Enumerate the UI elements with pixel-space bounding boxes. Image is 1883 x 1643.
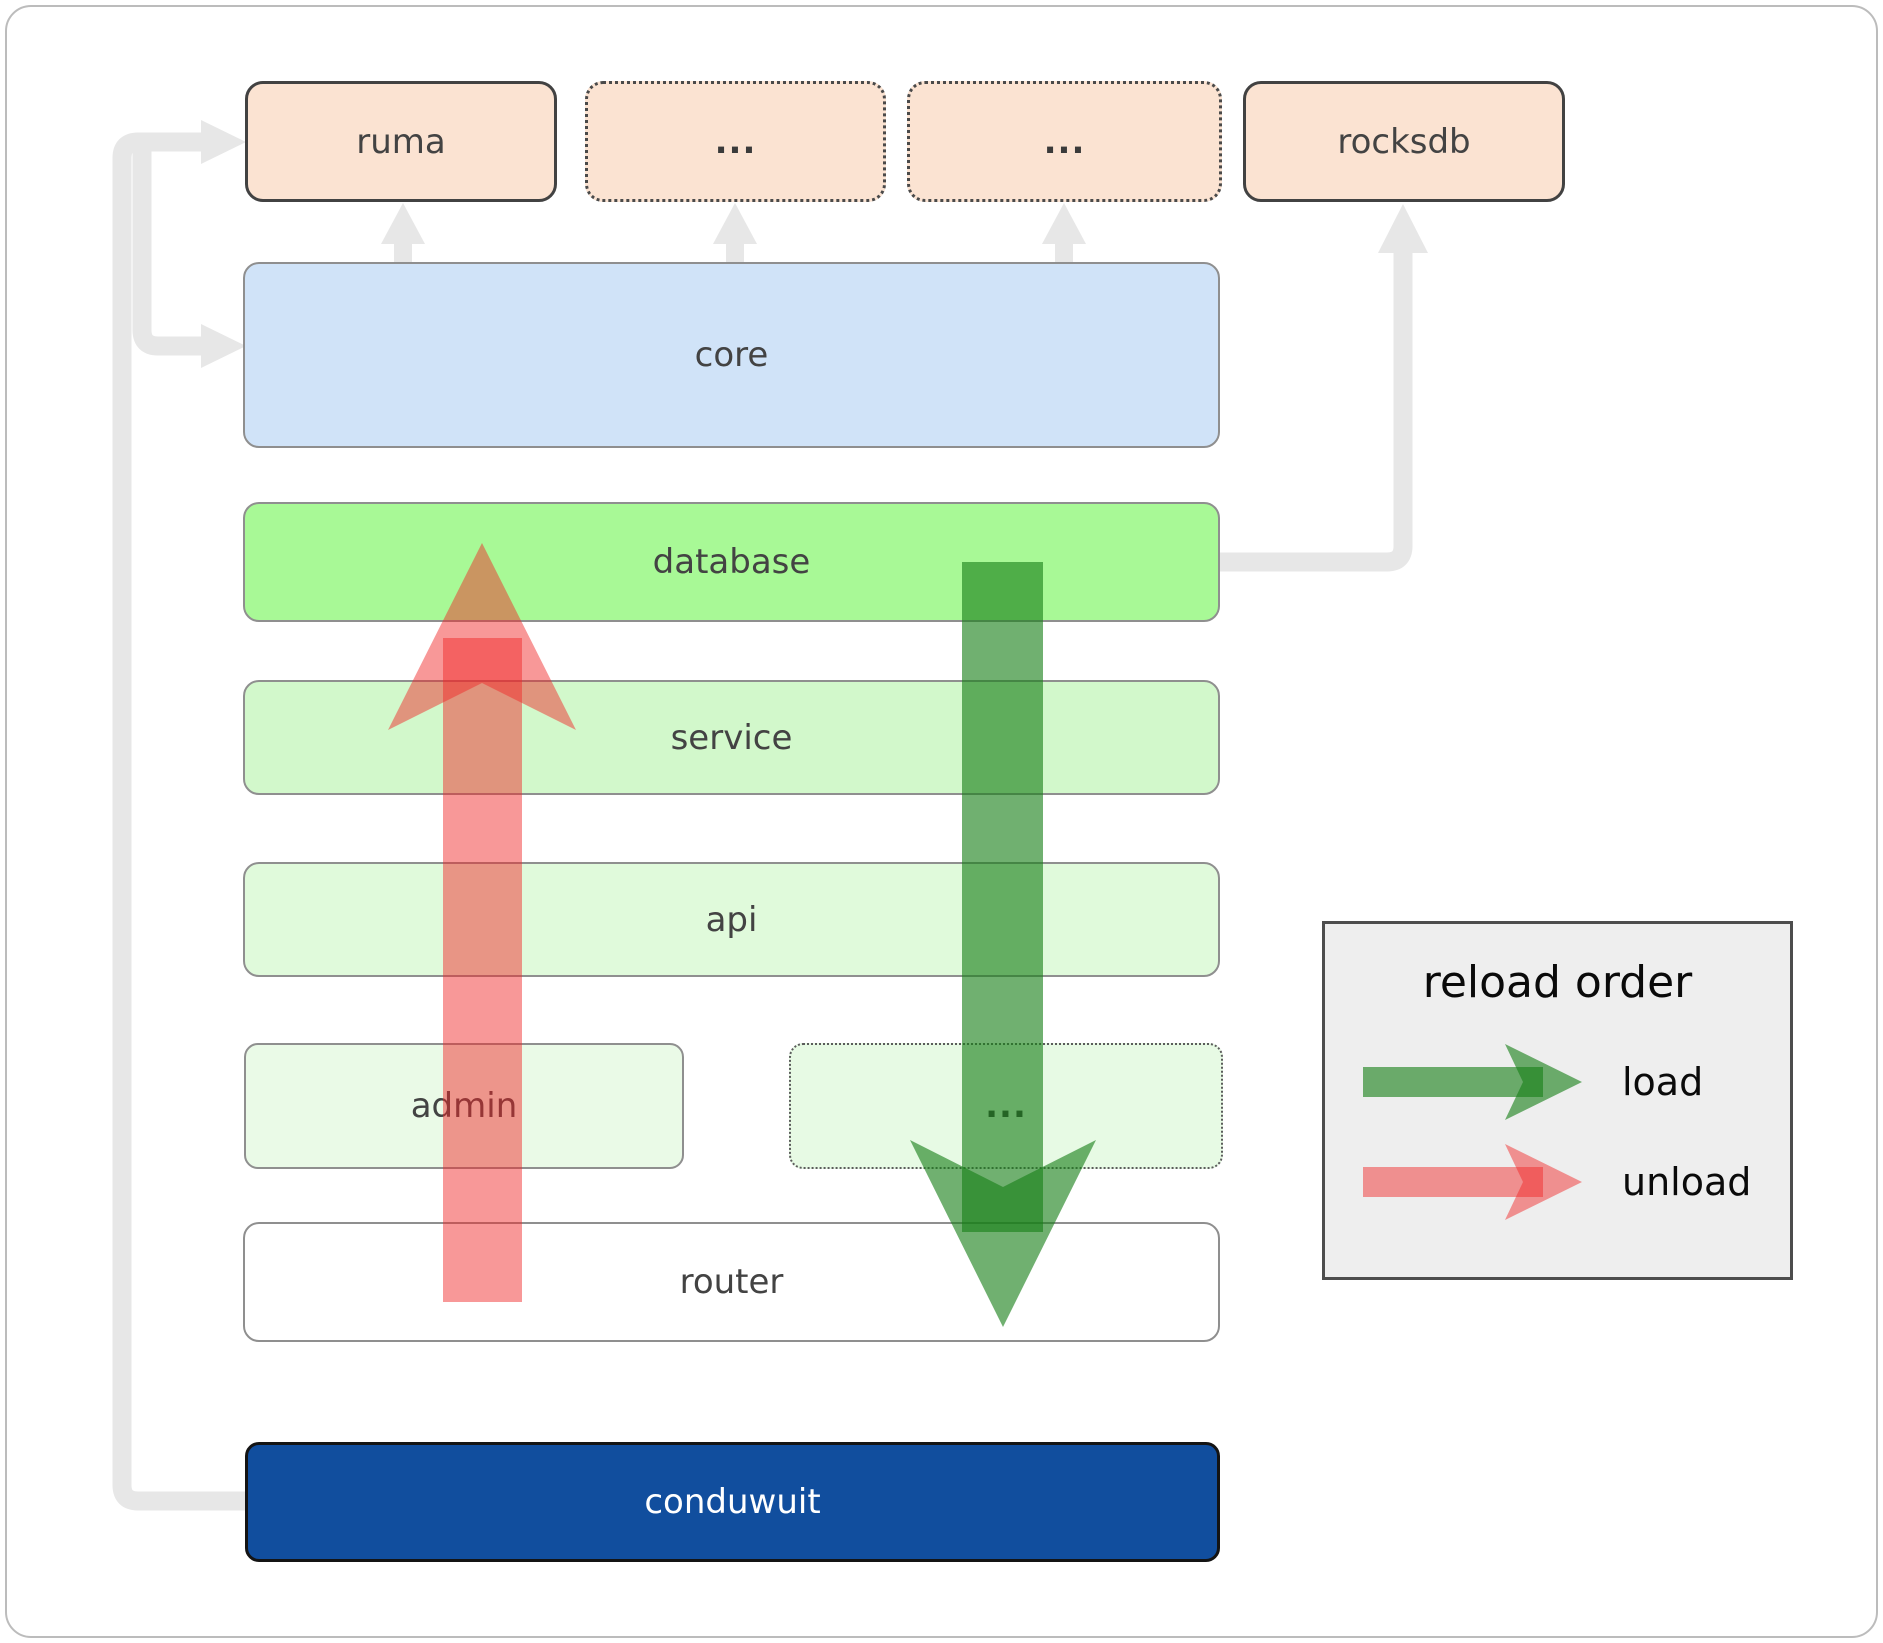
node-admin-label: admin [410,1086,518,1126]
node-rocksdb-label: rocksdb [1337,121,1471,162]
node-database-label: database [652,542,811,582]
legend-unload-label: unload [1622,1160,1752,1204]
node-conduwuit-label: conduwuit [644,1482,821,1522]
node-rocksdb: rocksdb [1243,81,1565,202]
node-conduwuit: conduwuit [245,1442,1220,1562]
node-service: service [243,680,1220,795]
node-ruma: ruma [245,81,557,202]
node-ellipsis-admin-label: ... [985,1086,1027,1126]
node-api: api [243,862,1220,977]
legend-load-label: load [1622,1060,1704,1104]
node-router: router [243,1222,1220,1342]
node-ellipsis-top-1-label: ... [714,121,757,162]
node-core-label: core [694,335,769,375]
node-ellipsis-admin: ... [789,1043,1223,1169]
node-core: core [243,262,1220,448]
node-database: database [243,502,1220,622]
node-service-label: service [670,717,793,758]
node-api-label: api [705,899,758,940]
legend-title: reload order [1422,956,1693,1008]
node-ruma-label: ruma [356,121,446,162]
node-ellipsis-top-2-label: ... [1043,121,1086,162]
diagram-outer-border [5,5,1878,1638]
node-ellipsis-top-1: ... [585,81,886,202]
node-router-label: router [679,1262,784,1302]
node-admin: admin [244,1043,684,1169]
node-ellipsis-top-2: ... [907,81,1222,202]
